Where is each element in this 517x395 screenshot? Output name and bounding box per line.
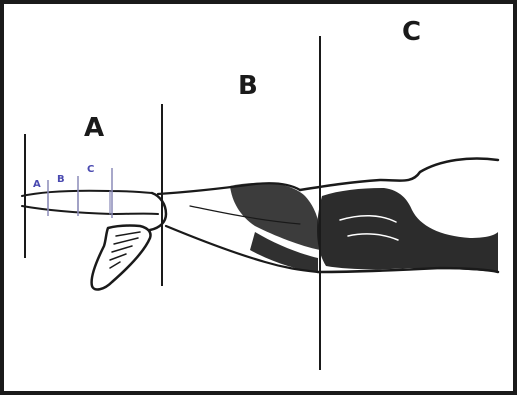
- subzone-label-a: A: [33, 179, 41, 190]
- zone-label-b: B: [238, 71, 258, 101]
- subzone-label-b: B: [57, 174, 65, 185]
- zone-label-c: C: [402, 17, 421, 47]
- limb-drawing: [22, 159, 498, 290]
- subzone-label-c: C: [87, 164, 94, 175]
- zone-label-a: A: [84, 113, 104, 143]
